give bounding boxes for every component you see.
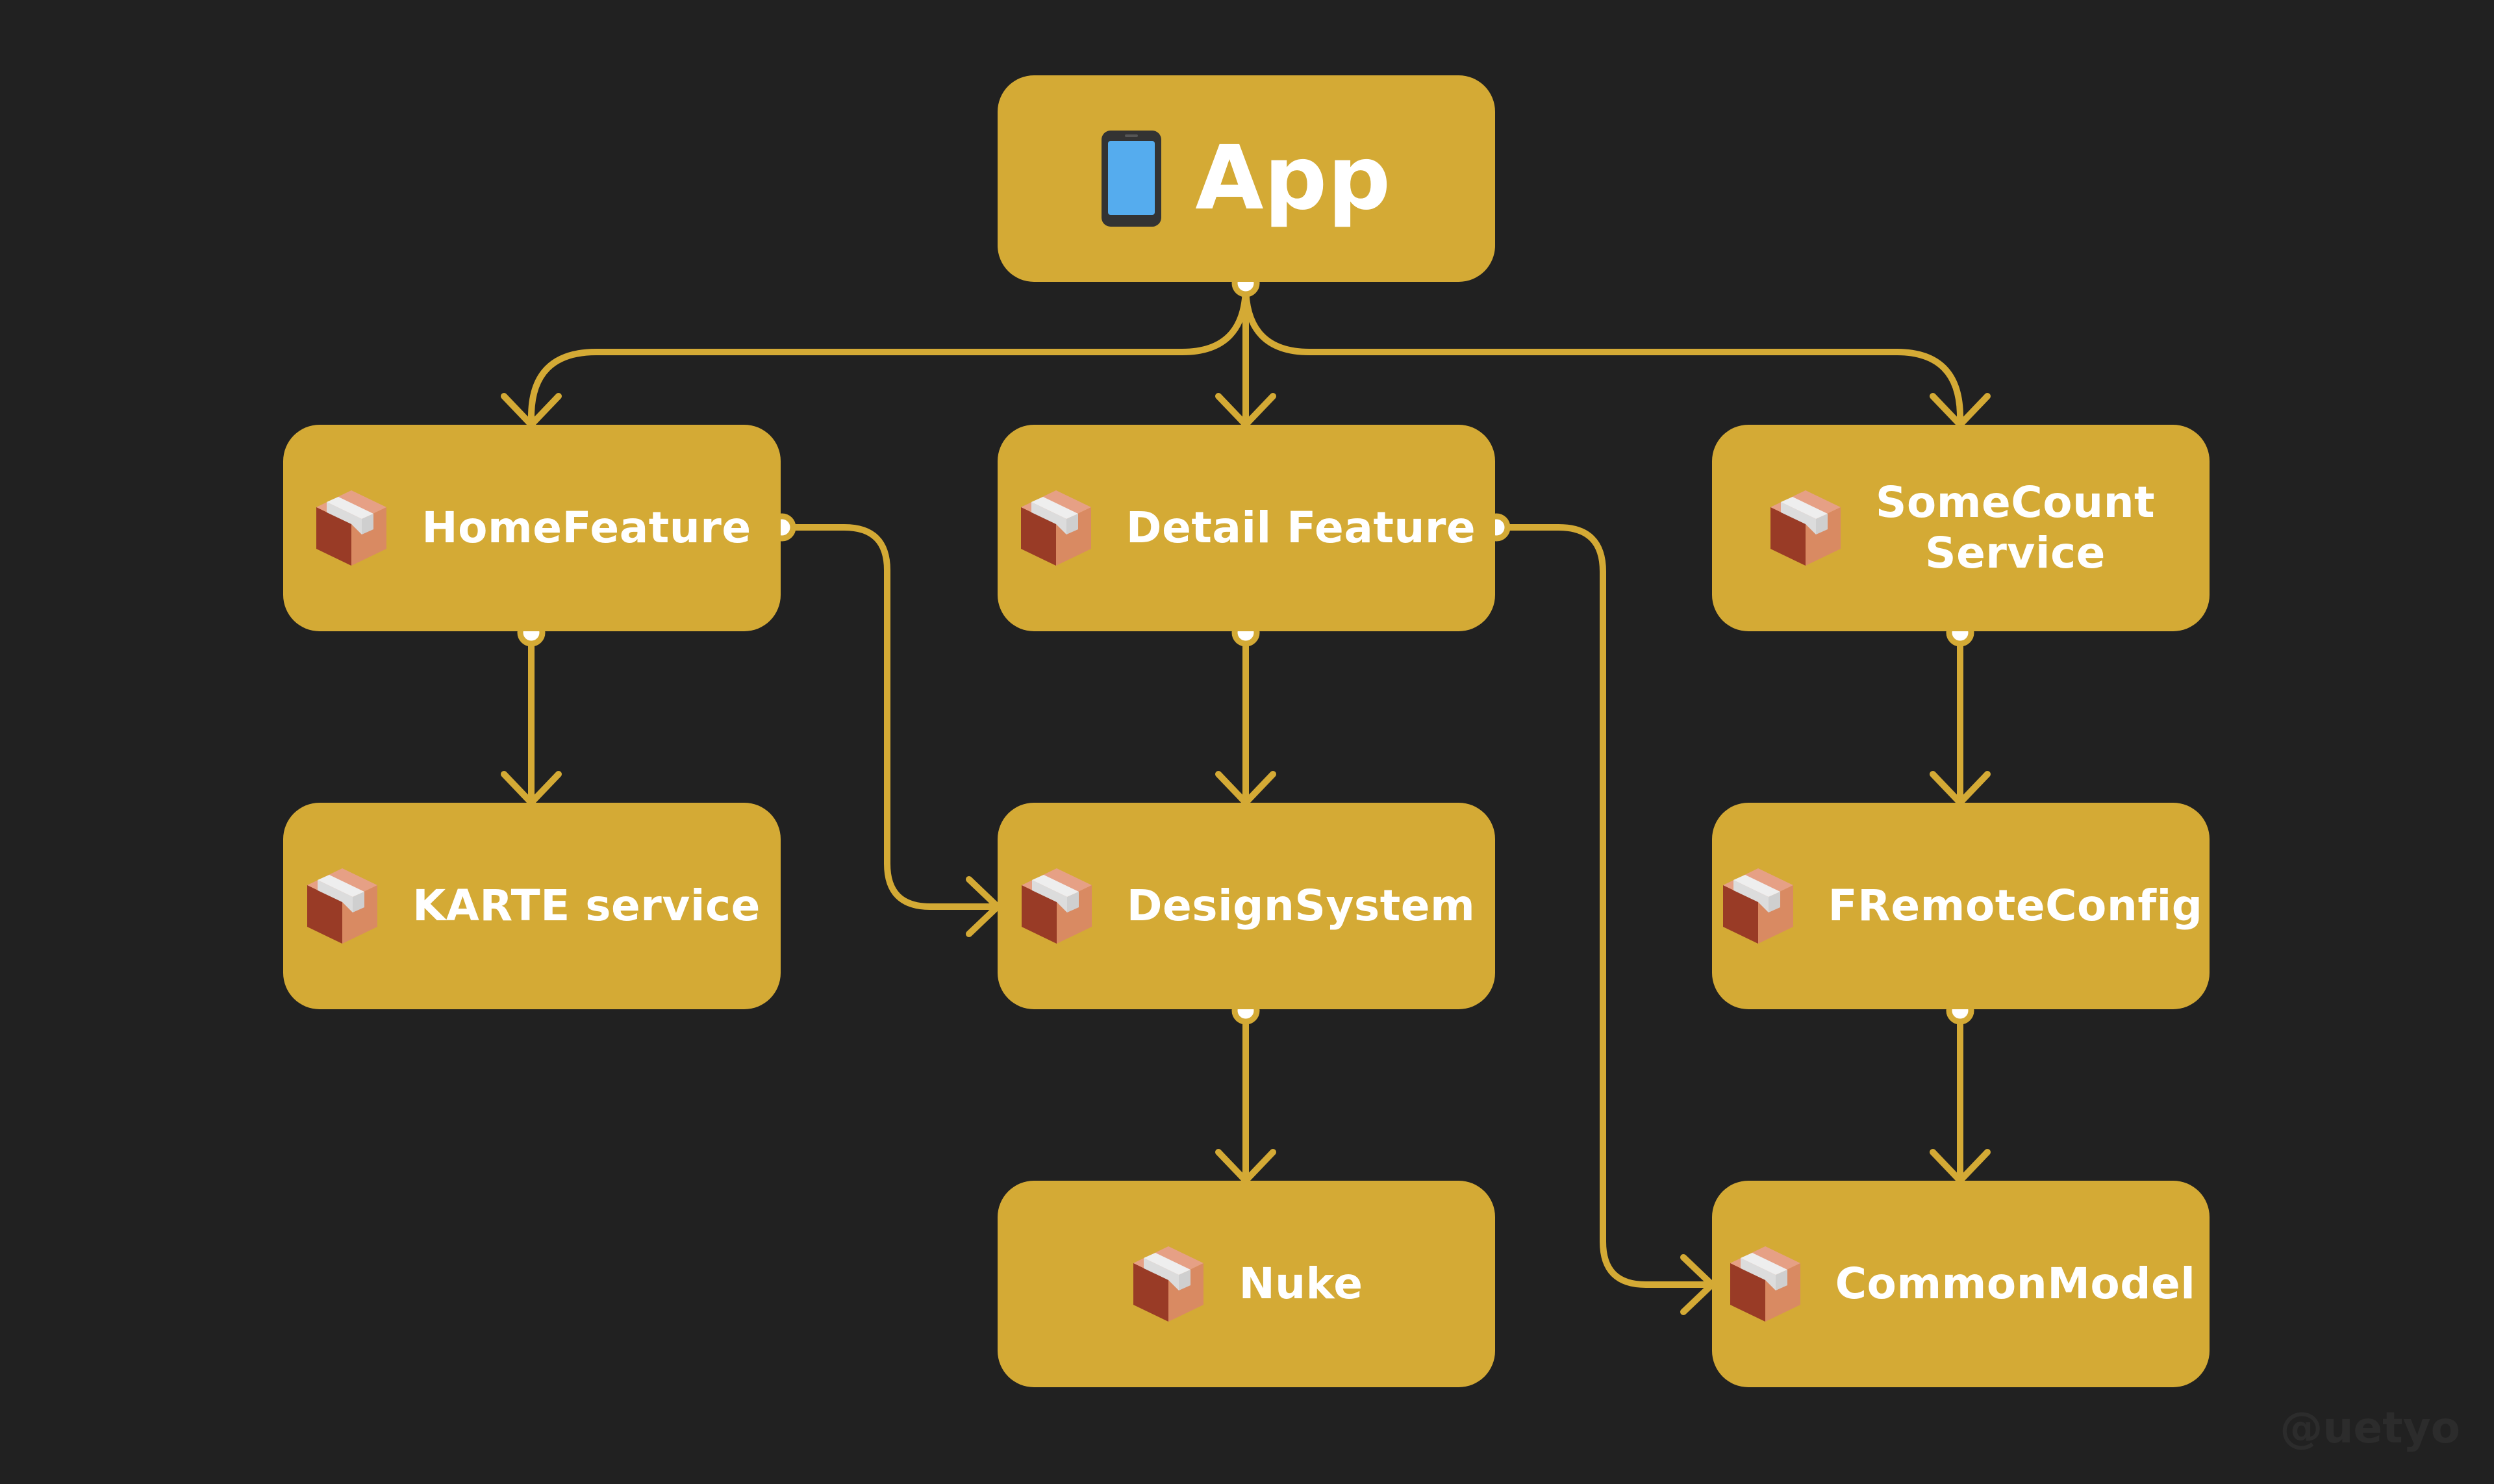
package-icon xyxy=(1767,486,1845,570)
node-design-system[interactable]: DesignSystem xyxy=(998,803,1495,1009)
node-fremoteconfig[interactable]: FRemoteConfig xyxy=(1712,803,2210,1009)
package-icon xyxy=(1018,864,1096,948)
edge-home-feature-design-system xyxy=(779,524,1001,910)
node-karte-service[interactable]: KARTE service xyxy=(283,803,781,1009)
node-label: DesignSystem xyxy=(1126,881,1476,931)
node-common-model[interactable]: CommonModel xyxy=(1712,1181,2210,1387)
node-label: SomeCount Service xyxy=(1875,477,2156,578)
node-nuke[interactable]: Nuke xyxy=(998,1181,1495,1387)
mobile-phone-icon xyxy=(1102,131,1161,227)
node-label: FRemoteConfig xyxy=(1828,881,2203,931)
package-icon xyxy=(1017,486,1095,570)
node-label: Detail Feature xyxy=(1126,503,1476,553)
package-icon xyxy=(1726,1242,1804,1326)
package-icon xyxy=(303,864,381,948)
edge-detail-feature-common-model xyxy=(1493,524,1715,1288)
node-home-feature[interactable]: HomeFeature xyxy=(283,425,781,631)
node-label: KARTE service xyxy=(412,881,761,931)
node-somecount-service[interactable]: SomeCount Service xyxy=(1712,425,2210,631)
edge-app-somecount-service xyxy=(1242,283,1963,428)
package-icon xyxy=(1129,1242,1207,1326)
edge-app-home-feature xyxy=(528,283,1249,428)
package-icon xyxy=(1719,864,1797,948)
node-detail-feature[interactable]: Detail Feature xyxy=(998,425,1495,631)
node-label: App xyxy=(1195,127,1391,230)
package-icon xyxy=(312,486,390,570)
node-label: CommonModel xyxy=(1835,1259,2196,1309)
node-label: HomeFeature xyxy=(422,503,751,553)
node-label: Nuke xyxy=(1239,1259,1363,1309)
watermark: @uetyo xyxy=(2280,1403,2460,1453)
node-app[interactable]: App xyxy=(998,75,1495,282)
